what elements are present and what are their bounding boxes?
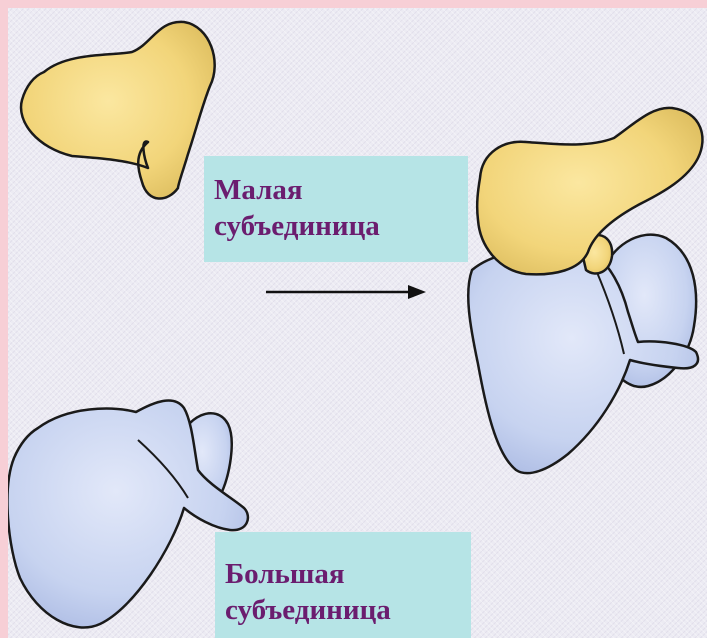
small-subunit-label: Малая субъединица xyxy=(204,156,468,262)
large-subunit-label-line1: Большая xyxy=(225,556,461,592)
small-subunit-label-line2: субъединица xyxy=(214,208,458,244)
small-subunit-shape xyxy=(21,22,215,199)
right-arrow-icon xyxy=(266,285,426,299)
slide-canvas: Малая субъединица Большая субъединица xyxy=(8,8,707,638)
large-subunit-label: Большая субъединица xyxy=(215,532,471,638)
large-subunit-label-line2: субъединица xyxy=(225,592,461,628)
small-subunit-label-line1: Малая xyxy=(214,172,458,208)
